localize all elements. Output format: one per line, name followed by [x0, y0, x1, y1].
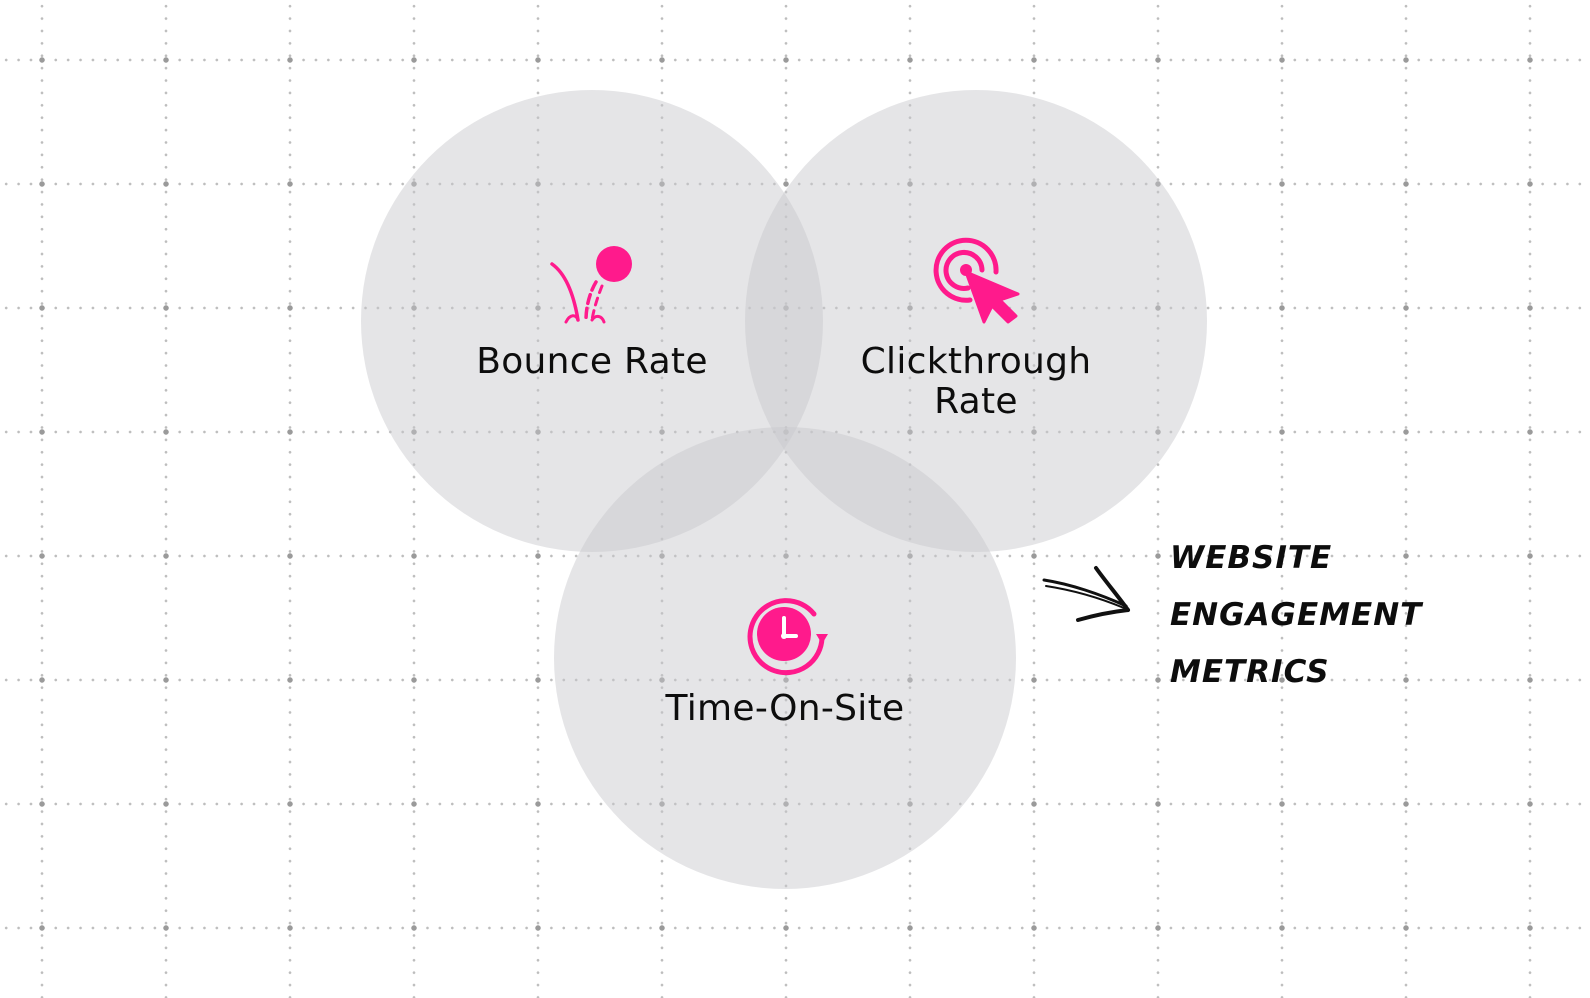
cursor-click-icon [933, 237, 1020, 324]
hand-drawn-arrow-icon [1042, 566, 1130, 622]
annotation-line: WEBSITE [1170, 540, 1333, 576]
label-line: Clickthrough [860, 341, 1092, 382]
annotation-website-engagement-metrics: WEBSITE ENGAGEMENT METRICS [1170, 530, 1422, 701]
bounce-ball-icon [550, 246, 632, 324]
label-line: Rate [934, 381, 1018, 422]
label-line: Bounce Rate [476, 341, 708, 382]
venn-label-time-on-site: Time-On-Site [610, 689, 960, 729]
venn-circle-clickthrough-rate [745, 90, 1207, 552]
label-line: Time-On-Site [665, 688, 905, 729]
annotation-line: ENGAGEMENT [1170, 597, 1423, 633]
venn-label-clickthrough-rate: Clickthrough Rate [800, 342, 1152, 422]
venn-label-bounce-rate: Bounce Rate [420, 342, 764, 382]
clock-refresh-icon [747, 598, 828, 676]
annotation-line: METRICS [1170, 654, 1330, 690]
